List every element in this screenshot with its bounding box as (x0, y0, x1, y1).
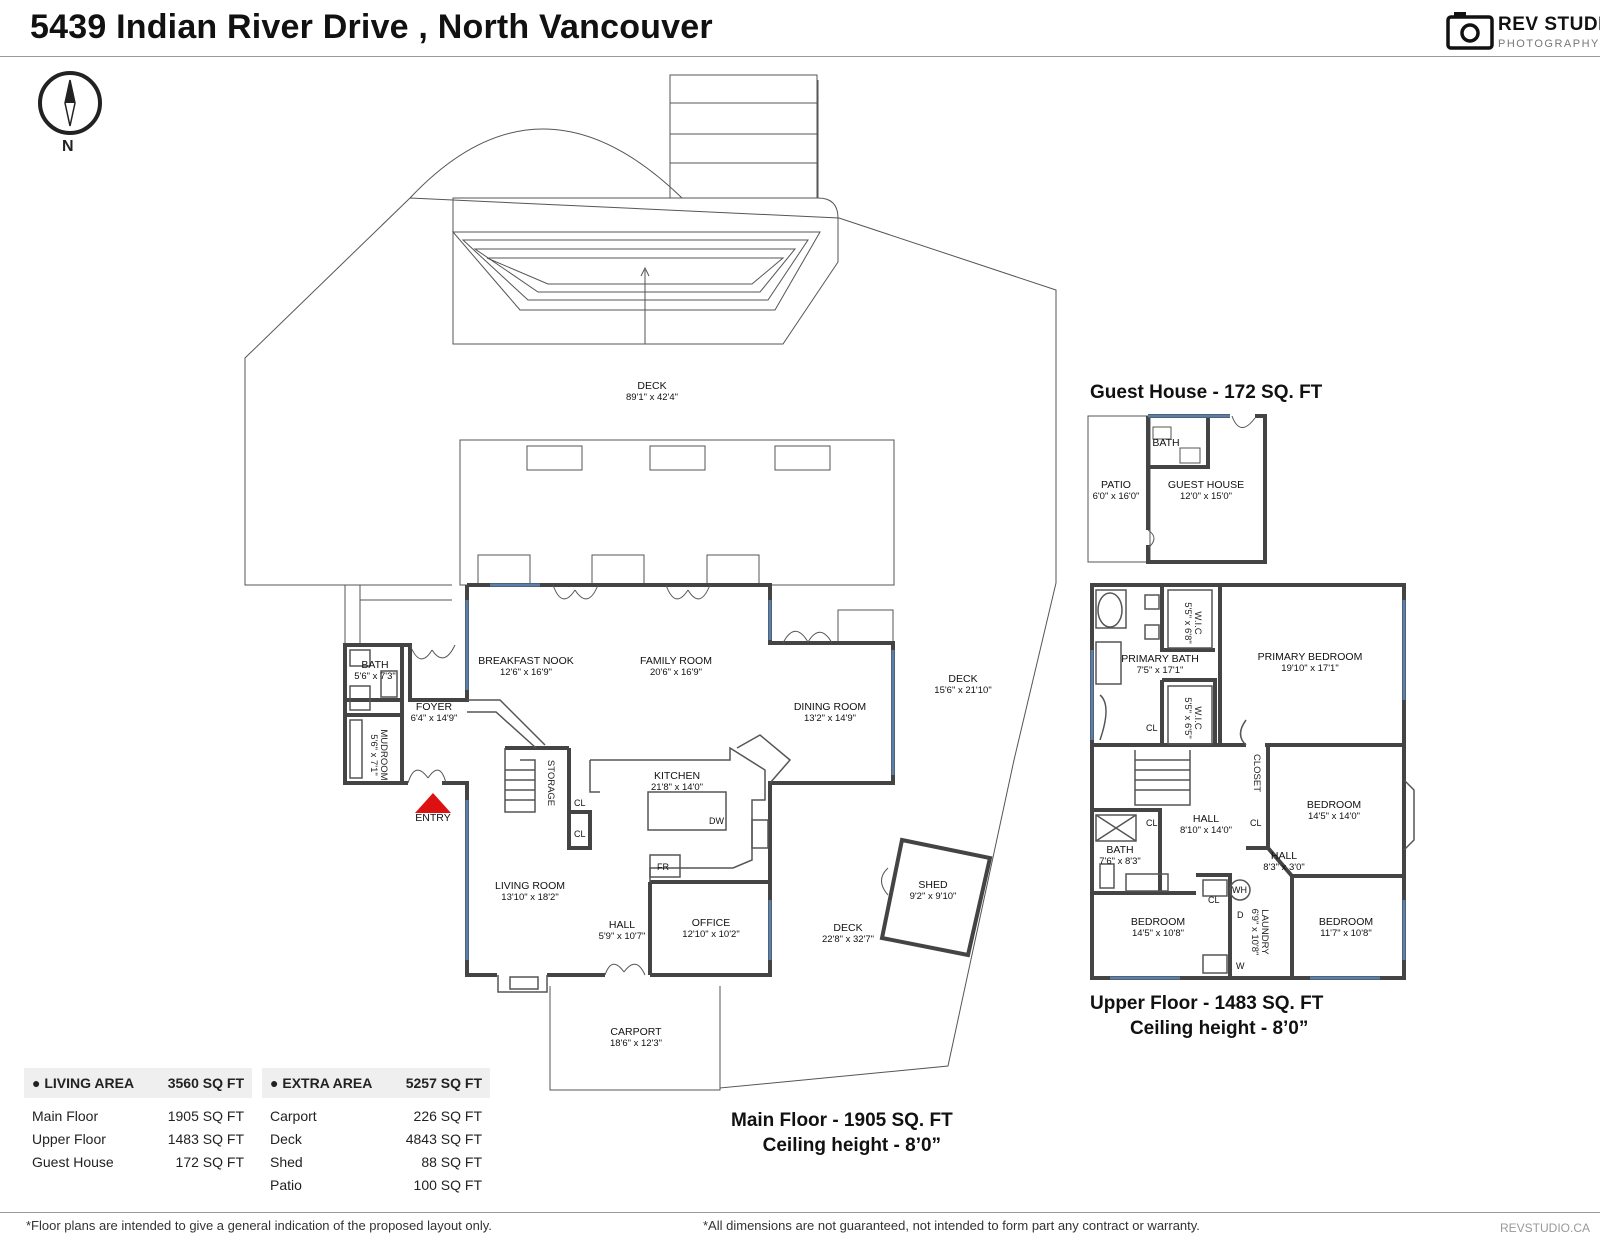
room-bath-guest: BATH (1152, 437, 1180, 449)
logo-brand: REV STUDIO (1498, 14, 1600, 35)
logo-sub: PHOTOGRAPHY (1498, 38, 1600, 50)
room-closet: CLOSET (1251, 753, 1262, 792)
exterior-stairs (669, 74, 818, 199)
logo: REV STUDIO PHOTOGRAPHY (1446, 10, 1600, 52)
washer-tag: W (1236, 961, 1245, 971)
fridge-tag: FR (657, 862, 669, 872)
upper-floor-walls (1090, 583, 1406, 980)
entry-label: ENTRY (415, 812, 451, 824)
shed-walls (879, 837, 993, 958)
entry-marker (415, 793, 451, 813)
main-floor-walls (343, 583, 895, 977)
gazebo (409, 128, 683, 199)
closet-tag-6: CL (1250, 818, 1262, 828)
footer-disclaimer-dimensions: *All dimensions are not guaranteed, not … (703, 1218, 1200, 1233)
deck-outline (244, 197, 1057, 1089)
header-divider (0, 56, 1600, 57)
footer-website: REVSTUDIO.CA (1499, 1221, 1590, 1235)
water-heater-tag: WH (1232, 885, 1247, 895)
closet-tag-3: CL (1146, 723, 1158, 733)
steps (452, 197, 839, 345)
footer-divider (0, 1212, 1600, 1213)
camera-icon (1446, 12, 1494, 50)
closet-tag-4: CL (1146, 818, 1158, 828)
footer-disclaimer-layout: *Floor plans are intended to give a gene… (26, 1218, 492, 1233)
compass (38, 71, 102, 135)
guest-house-floor-label: Guest House - 172 SQ. FT (1090, 382, 1323, 403)
room-storage: STORAGE (545, 759, 556, 807)
page-title: 5439 Indian River Drive , North Vancouve… (30, 8, 713, 46)
compass-label: N (62, 138, 74, 155)
closet-tag-2: CL (574, 829, 586, 839)
dishwasher-tag: DW (709, 816, 724, 826)
dryer-tag: D (1237, 910, 1244, 920)
closet-tag-1: CL (574, 798, 586, 808)
carport-outline (549, 986, 721, 1091)
closet-tag-5: CL (1208, 895, 1220, 905)
